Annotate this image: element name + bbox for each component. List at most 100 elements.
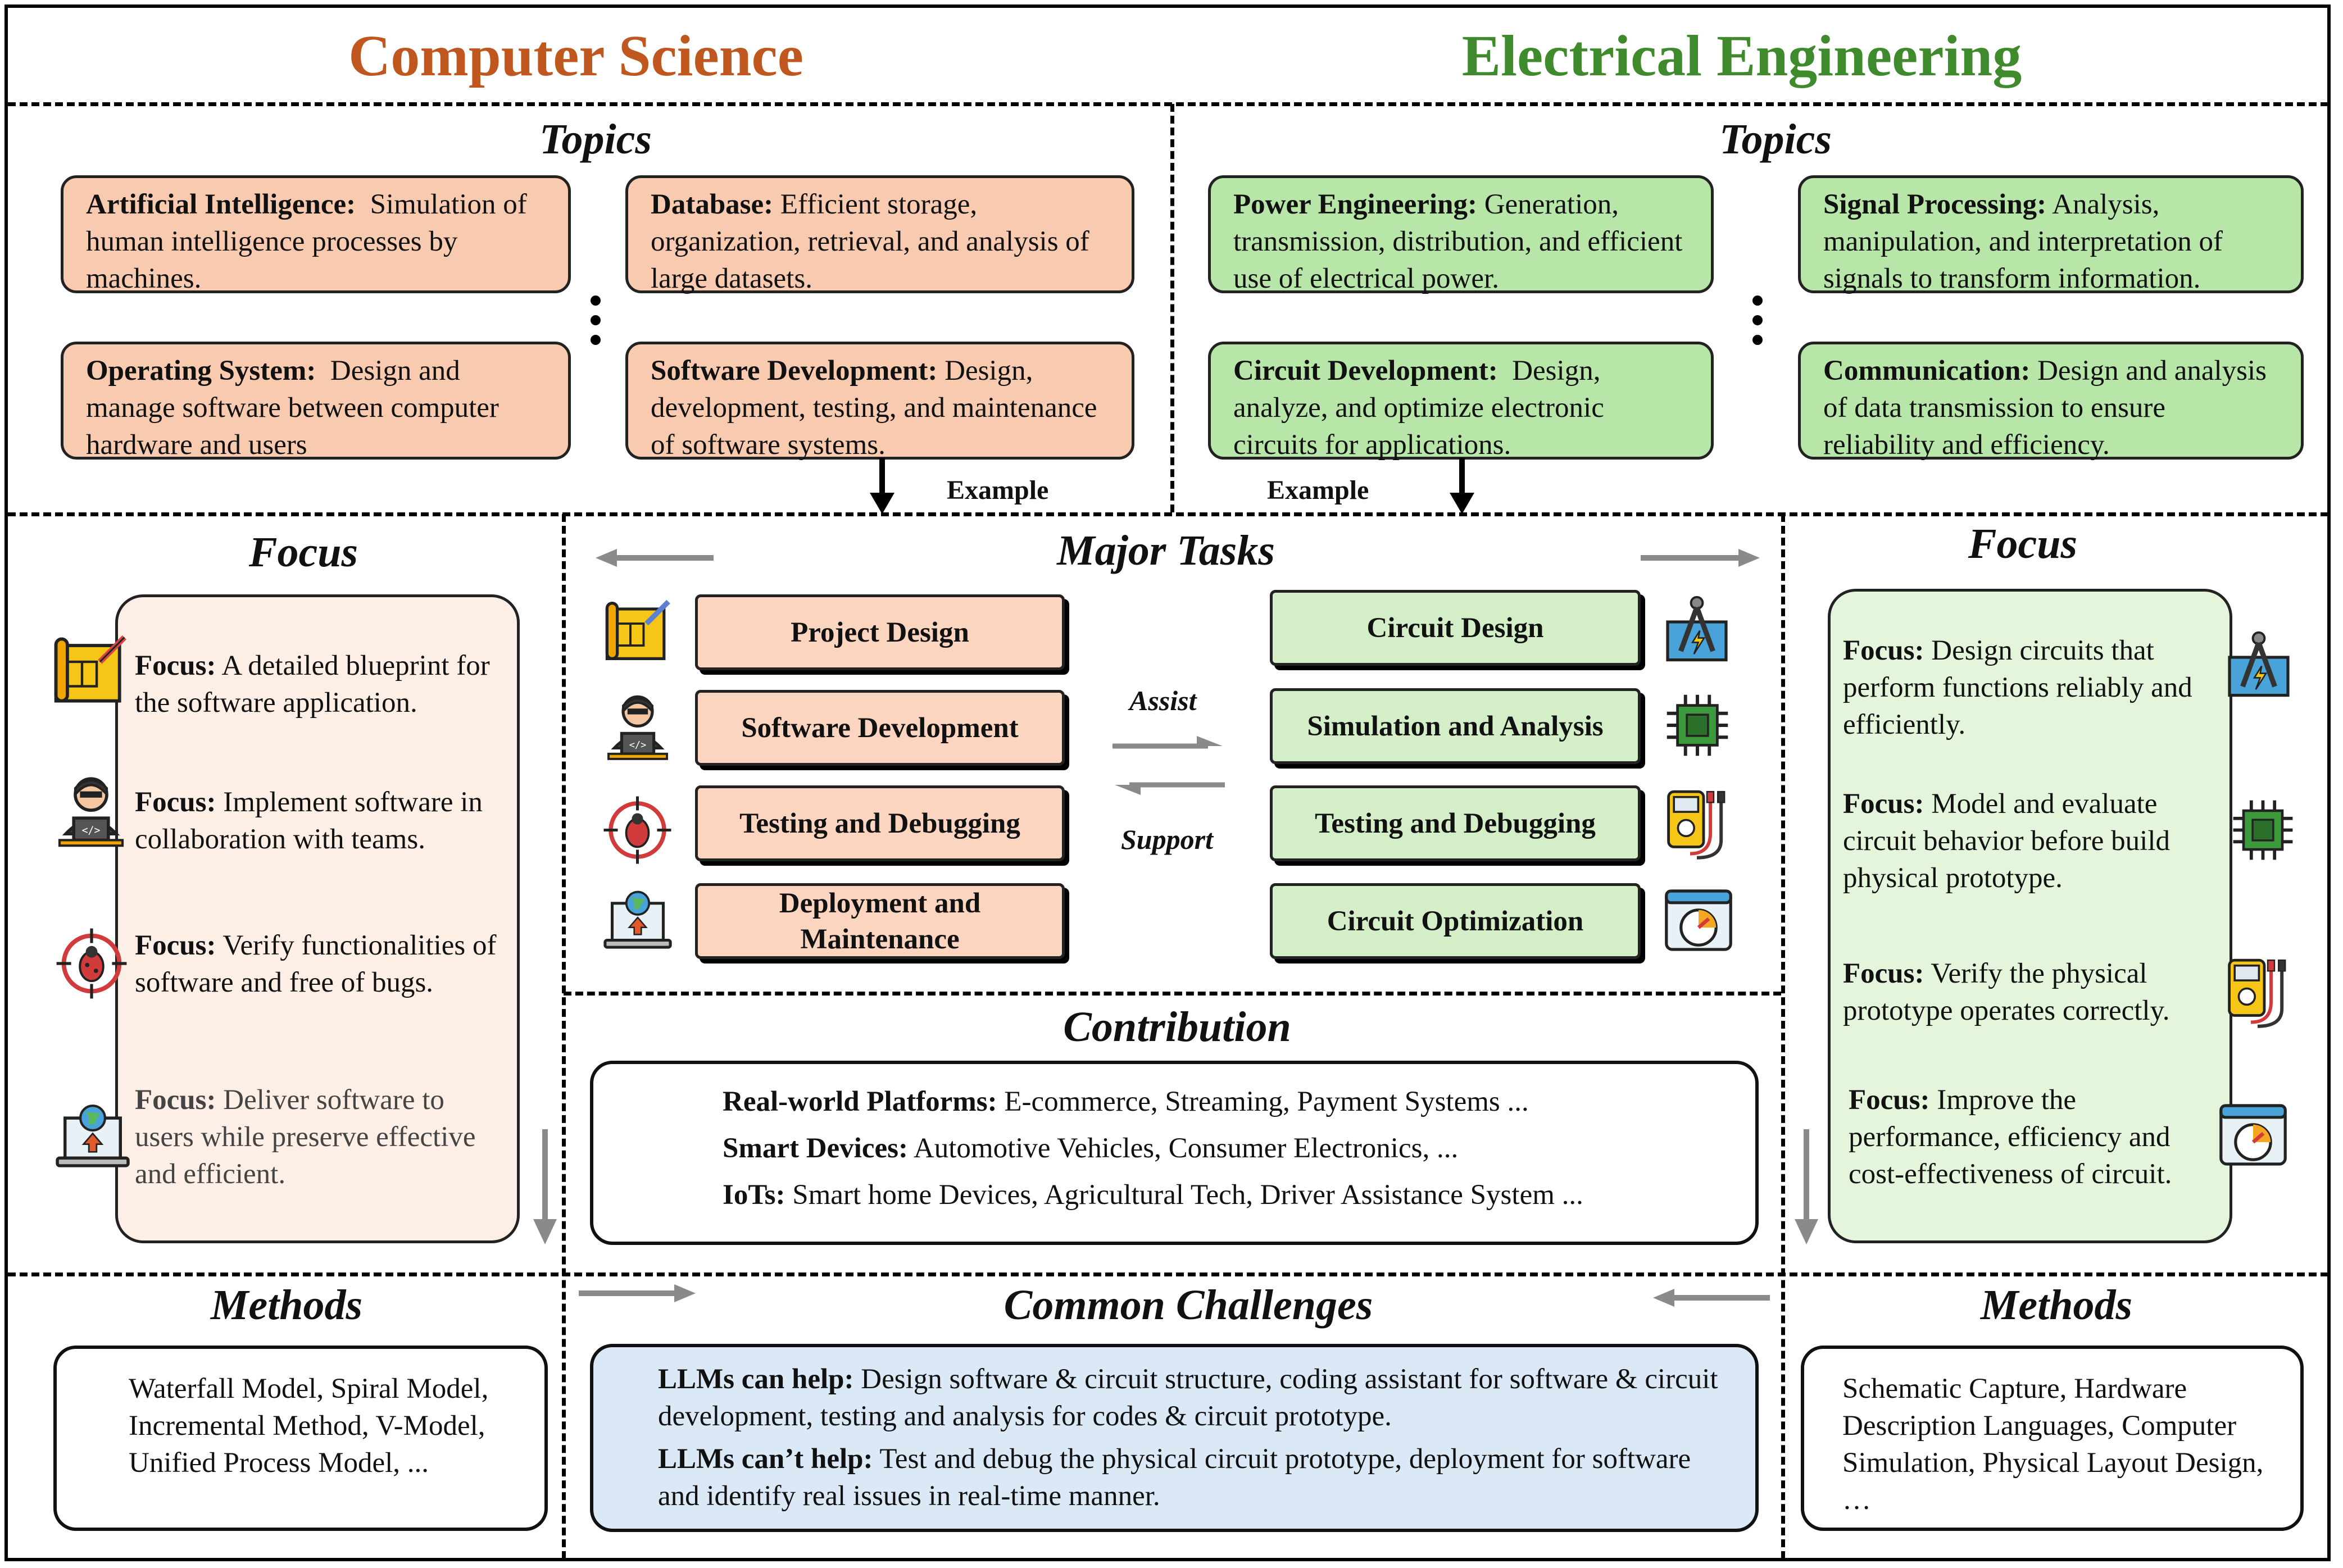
developer-icon: </> <box>607 695 668 760</box>
challenges-heading: Common Challenges <box>1004 1281 1373 1329</box>
topic-power-eng: Power Engineering: Generation, transmiss… <box>1208 175 1714 294</box>
support-label: Support <box>1121 824 1213 855</box>
contribution-text-1: E-commerce, Streaming, Payment Systems .… <box>1004 1086 1529 1117</box>
challenges-box: LLMs can help: Design software & circuit… <box>590 1344 1759 1532</box>
topic-database: Database: Efficient storage, organizatio… <box>625 175 1134 294</box>
blueprint-icon <box>605 599 670 660</box>
ee-focus-text-3: Focus: Verify the physical prototype ope… <box>1843 955 2214 1029</box>
divider-topics <box>1170 104 1174 512</box>
compass-blueprint-icon <box>1666 596 1728 662</box>
topic-signal-processing-name: Signal Processing: <box>1823 189 2047 220</box>
contribution-row-2: Smart Devices: Automotive Vehicles, Cons… <box>723 1125 1755 1172</box>
topic-signal-processing: Signal Processing: Analysis, manipulatio… <box>1798 175 2304 294</box>
ee-focus-item-1: Design circuits that perform functions r… <box>1843 635 2192 740</box>
cs-focus-label-3: Focus: <box>135 930 216 961</box>
divider-right <box>1781 514 1785 1559</box>
topic-communication-name: Communication: <box>1823 355 2031 387</box>
assist-label: Assist <box>1129 685 1197 716</box>
cs-title: Computer Science <box>348 24 803 88</box>
ee-topics-heading: Topics <box>1719 116 1832 163</box>
cs-focus-label-4: Focus: <box>135 1084 216 1116</box>
contribution-row-1: Real-world Platforms: E-commerce, Stream… <box>723 1079 1755 1125</box>
contribution-label-1: Real-world Platforms: <box>723 1086 997 1117</box>
arrow-down-gray-icon <box>1795 1129 1818 1244</box>
arrow-down-gray-icon <box>533 1129 557 1244</box>
ee-focus-heading: Focus <box>1968 520 2078 567</box>
topic-ai: Artificial Intelligence: Simulation of h… <box>61 175 571 294</box>
topic-software-dev-name: Software Development: <box>651 355 938 387</box>
cs-focus-panel <box>115 594 520 1243</box>
cs-methods-heading: Methods <box>210 1281 363 1329</box>
divider-tasks <box>564 992 1781 996</box>
multimeter-icon <box>1667 790 1726 860</box>
cs-focus-text-4: Focus: Deliver software to users while p… <box>135 1081 506 1193</box>
contribution-label-2: Smart Devices: <box>723 1133 908 1164</box>
svg-text:</>: </> <box>82 825 101 837</box>
task-project-design: Project Design <box>695 594 1065 670</box>
ee-focus-label-2: Focus: <box>1843 788 1924 820</box>
contribution-box: Real-world Platforms: E-commerce, Stream… <box>590 1061 1759 1245</box>
ee-focus-item-2: Model and evaluate circuit behavior befo… <box>1843 788 2171 894</box>
task-simulation-analysis: Simulation and Analysis <box>1270 688 1641 764</box>
ee-focus-item-3: Verify the physical prototype operates c… <box>1843 958 2170 1026</box>
arrow-down-icon <box>1450 458 1474 514</box>
task-deployment-maintenance: Deployment and Maintenance <box>695 883 1065 959</box>
ee-focus-panel <box>1828 589 2232 1243</box>
contribution-text-3: Smart home Devices, Agricultural Tech, D… <box>792 1179 1583 1211</box>
multimeter-icon <box>2228 958 2286 1028</box>
task-testing-debugging-cs: Testing and Debugging <box>695 785 1065 861</box>
cs-focus-item-2: Implement software in collaboration with… <box>135 787 483 855</box>
arrow-right-gray-icon <box>1641 549 1760 567</box>
ee-methods-heading: Methods <box>1980 1281 2133 1329</box>
arrow-left-gray-icon <box>1653 1289 1770 1307</box>
ee-focus-text-4: Focus: Improve the performance, efficien… <box>1849 1081 2219 1193</box>
ellipsis-icon <box>1752 296 1763 345</box>
task-software-development: Software Development <box>695 690 1065 766</box>
challenges-help-text: Design software & circuit structure, cod… <box>658 1364 1718 1432</box>
chip-icon <box>1667 694 1728 756</box>
deploy-laptop-icon <box>56 1105 130 1167</box>
ee-focus-label-3: Focus: <box>1843 958 1924 989</box>
bug-target-icon <box>603 796 671 864</box>
contribution-row-3: IoTs: Smart home Devices, Agricultural T… <box>723 1172 1755 1219</box>
developer-icon: </> <box>58 777 124 847</box>
challenges-cant: LLMs can’t help: Test and debug the phys… <box>658 1440 1733 1515</box>
major-tasks-heading: Major Tasks <box>1057 527 1275 574</box>
topic-communication: Communication: Design and analysis of da… <box>1798 342 2304 461</box>
challenges-help: LLMs can help: Design software & circuit… <box>658 1361 1733 1435</box>
arrow-down-icon <box>870 458 894 514</box>
gauge-window-icon <box>2219 1104 2287 1166</box>
cs-topics-heading: Topics <box>539 116 652 163</box>
challenges-cant-text: Test and debug the physical circuit prot… <box>658 1443 1691 1512</box>
topic-signal-processing-desc: Analysis, manipulation, and interpretati… <box>1823 189 2223 294</box>
challenges-cant-label: LLMs can’t help: <box>658 1443 873 1475</box>
topic-os-desc: Design and manage software between compu… <box>86 355 499 461</box>
challenges-help-label: LLMs can help: <box>658 1364 854 1395</box>
arrow-right-icon <box>1113 736 1223 749</box>
contribution-label-3: IoTs: <box>723 1179 785 1211</box>
cs-focus-text-1: Focus: A detailed blueprint for the soft… <box>135 647 506 721</box>
ee-focus-text-2: Focus: Model and evaluate circuit behavi… <box>1843 785 2214 897</box>
arrow-right-gray-icon <box>579 1284 696 1302</box>
cs-focus-item-3: Verify functionalities of software and f… <box>135 930 497 998</box>
ee-focus-label-1: Focus: <box>1843 635 1924 666</box>
cs-focus-item-1: A detailed blueprint for the software ap… <box>135 650 490 719</box>
ee-focus-label-4: Focus: <box>1849 1084 1930 1116</box>
topic-power-eng-name: Power Engineering: <box>1233 189 1477 220</box>
ellipsis-icon <box>591 296 601 345</box>
topic-software-dev: Software Development: Design, developmen… <box>625 342 1134 461</box>
task-circuit-design: Circuit Design <box>1270 590 1641 666</box>
cs-focus-label-2: Focus: <box>135 787 216 818</box>
topic-os: Operating System: Design and manage soft… <box>61 342 571 461</box>
chip-icon <box>2233 800 2293 860</box>
topic-circuit-dev-name: Circuit Development: <box>1233 355 1498 387</box>
cs-focus-text-3: Focus: Verify functionalities of softwar… <box>135 927 506 1001</box>
task-testing-debugging-ee: Testing and Debugging <box>1270 785 1641 861</box>
deploy-laptop-icon <box>603 890 672 949</box>
arrow-left-gray-icon <box>596 549 714 567</box>
contribution-text-2: Automotive Vehicles, Consumer Electronic… <box>913 1133 1459 1164</box>
cs-methods-text: Waterfall Model, Spiral Model, Increment… <box>129 1373 489 1479</box>
gauge-window-icon <box>1665 889 1732 951</box>
cs-focus-item-4: Deliver software to users while preserve… <box>135 1084 476 1190</box>
blueprint-icon <box>54 635 126 703</box>
